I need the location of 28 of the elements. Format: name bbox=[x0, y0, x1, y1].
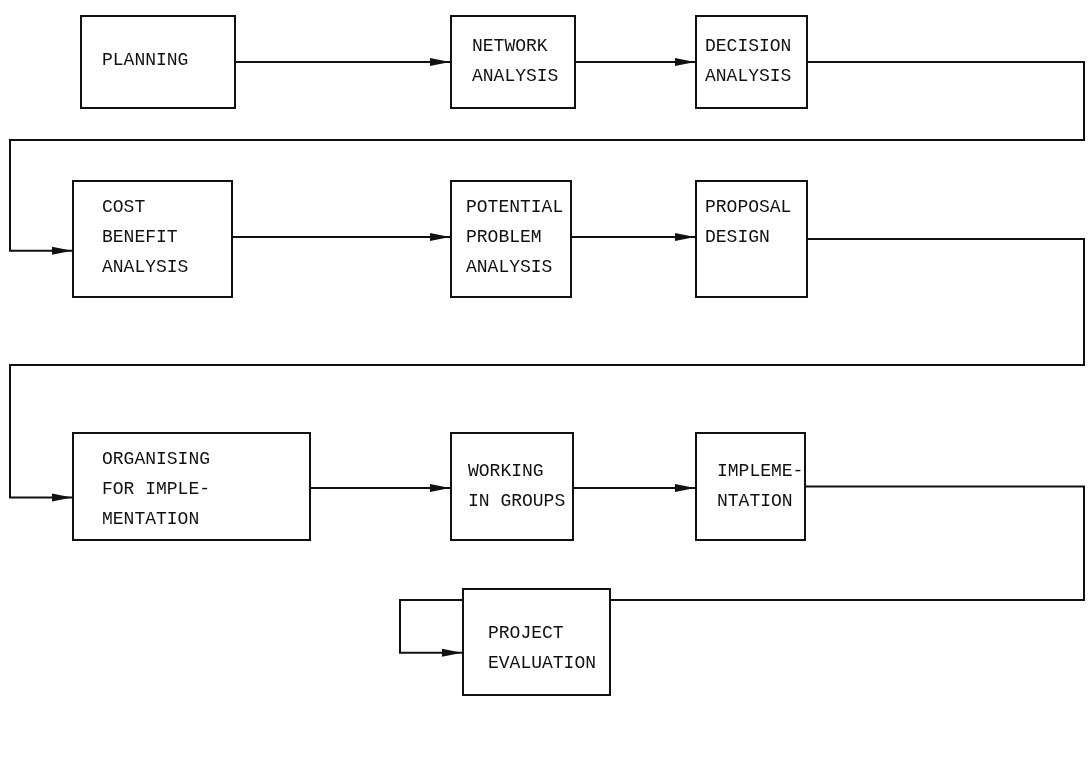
step-label: COST BENEFIT ANALYSIS bbox=[102, 196, 190, 279]
step-label: PROJECT EVALUATION bbox=[488, 622, 596, 675]
process-box bbox=[80, 15, 236, 109]
step-label: POTENTIAL PROBLEM ANALYSIS bbox=[466, 196, 564, 279]
arrow bbox=[235, 58, 451, 66]
arrow bbox=[9, 238, 1085, 502]
arrow bbox=[575, 58, 696, 66]
process-box bbox=[462, 588, 611, 696]
arrow bbox=[9, 61, 1085, 255]
step-label: ORGANISING FOR IMPLE- MENTATION bbox=[102, 448, 212, 531]
arrow bbox=[571, 233, 696, 241]
process-box bbox=[450, 432, 574, 541]
arrow bbox=[573, 484, 696, 492]
step-label: PLANNING bbox=[102, 49, 190, 72]
step-label: DECISION ANALYSIS bbox=[705, 35, 793, 88]
process-box bbox=[695, 180, 808, 298]
process-box bbox=[695, 432, 806, 541]
process-box bbox=[450, 15, 576, 109]
step-label: NETWORK ANALYSIS bbox=[472, 35, 560, 88]
process-box bbox=[72, 180, 233, 298]
arrow bbox=[310, 484, 451, 492]
process-box bbox=[695, 15, 808, 109]
step-label: PROPOSAL DESIGN bbox=[705, 196, 793, 249]
process-box bbox=[450, 180, 572, 298]
arrow bbox=[232, 233, 451, 241]
process-box bbox=[72, 432, 311, 541]
step-label: WORKING IN GROUPS bbox=[468, 460, 566, 513]
step-label: IMPLEME- NTATION bbox=[717, 460, 805, 513]
